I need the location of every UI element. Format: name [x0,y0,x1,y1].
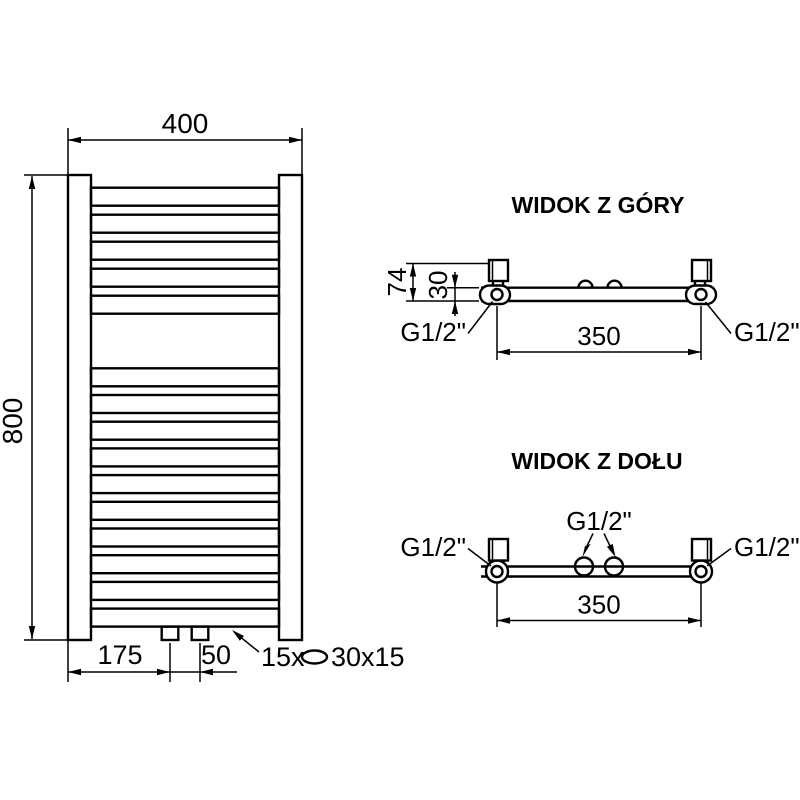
thread-label-bottom-center-group: G1/2" [566,506,632,557]
thread-label-bottom-left: G1/2" [400,532,466,562]
radiator-tubes [89,186,281,628]
tube [89,186,281,207]
tube [89,240,281,261]
thread-label-top-right: G1/2" [734,317,800,347]
tube [89,267,281,288]
thread-label-bottom-right: G1/2" [734,532,800,562]
thread-port-left [490,564,504,579]
tube-profile-label: 30x15 [331,642,405,672]
bottom-view-title: WIDOK Z DOŁU [511,448,682,474]
bottom-view: WIDOK Z DOŁU G1/2" G1/2" G1/2" [400,448,800,627]
thread-label-top-left: G1/2" [400,317,466,347]
center-port-left [573,556,595,577]
tube-profile-annotation: 15x 30x15 [232,630,405,672]
thread-port-right [694,564,708,579]
dimension-height-800: 800 [0,174,68,641]
tube [89,607,281,628]
tube [89,393,281,415]
front-view: 400 800 175 50 15x [0,108,405,682]
center-port-bump-left [577,279,594,288]
dim-bottom-350-label: 350 [577,590,620,620]
dim-800-label: 800 [0,398,28,445]
valve-block-right [690,258,713,283]
collector-left [66,173,93,642]
center-port-right [603,556,625,577]
thread-port-left [490,287,504,302]
dim-175-label: 175 [97,640,142,670]
center-port-bump-right [606,279,623,288]
collector-right [277,173,304,642]
top-view-title: WIDOK Z GÓRY [512,191,685,218]
tube [89,527,281,548]
tube [89,447,281,468]
dim-400-label: 400 [162,108,209,139]
tube [89,473,281,495]
dimension-top-350: 350 [496,306,702,360]
dim-74-label: 74 [382,268,412,297]
dimension-width-400: 400 [67,108,303,176]
valve-block-right [690,537,713,562]
thread-label-bottom-center: G1/2" [566,506,632,536]
tube [89,294,281,315]
tube-count-label: 15x [261,642,305,672]
bottom-stub-left [160,625,180,642]
tube [89,213,281,234]
dim-30-label: 30 [423,271,453,300]
thread-port-right [694,287,708,302]
bottom-stub-right [190,625,210,642]
tube [89,367,281,388]
valve-block-left [487,258,510,283]
top-view: WIDOK Z GÓRY 74 [382,191,800,360]
dim-top-350-label: 350 [577,321,620,351]
oval-profile-icon [300,649,329,665]
tube [89,554,281,575]
dim-50-label: 50 [201,640,231,670]
dimension-bottom-350: 350 [496,583,702,627]
dimension-bottom-offsets: 175 50 [67,640,237,682]
valve-block-left [487,537,510,562]
tube [89,420,281,441]
dimension-depth-74: 74 [382,262,489,302]
dimension-depth-30: 30 [423,271,479,316]
tube [89,500,281,521]
tube [89,580,281,602]
